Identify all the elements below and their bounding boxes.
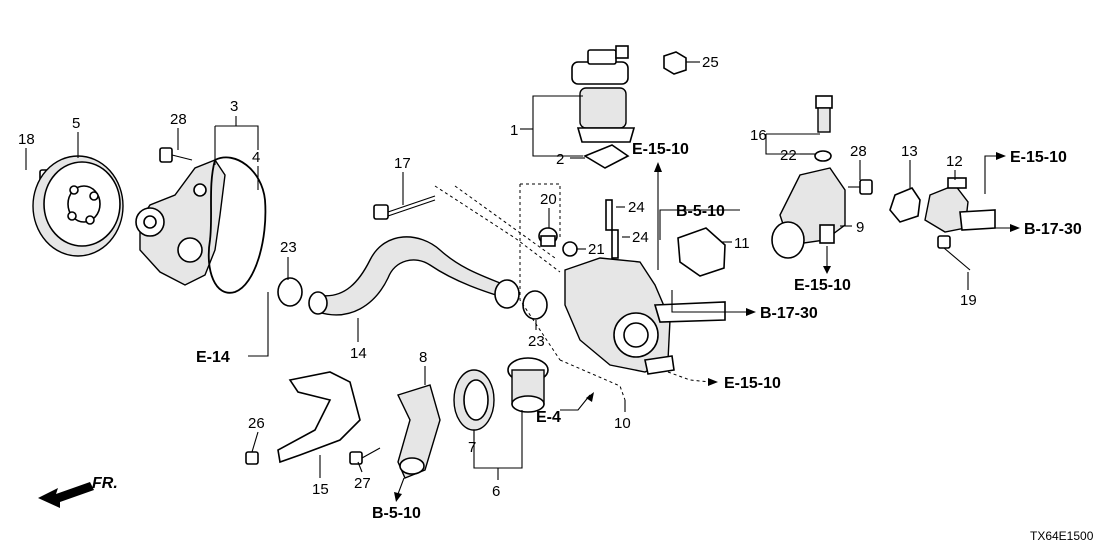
ref-e-15-10-outlet: E-15-10 xyxy=(794,277,851,294)
callout-10: 10 xyxy=(614,415,631,432)
fr-label: FR. xyxy=(92,475,118,492)
front-direction-arrow: FR. xyxy=(38,475,118,508)
callout-5: 5 xyxy=(72,115,80,132)
callout-20: 20 xyxy=(540,191,557,208)
o-ring-23-right xyxy=(522,290,548,320)
bolt-27 xyxy=(349,447,381,465)
washer-22 xyxy=(814,150,832,162)
callout-24b: 24 xyxy=(632,229,649,246)
o-ring-23-left xyxy=(277,277,303,307)
ref-e-14: E-14 xyxy=(196,349,230,366)
gasket-4 xyxy=(207,156,267,294)
callout-3: 3 xyxy=(230,98,238,115)
callout-21: 21 xyxy=(588,241,605,258)
bracket-15 xyxy=(277,371,361,464)
pulley-5 xyxy=(32,155,124,257)
callout-23b: 23 xyxy=(528,333,545,350)
callout-16: 16 xyxy=(750,127,767,144)
callout-17: 17 xyxy=(394,155,411,172)
egr-valve-1 xyxy=(571,45,636,143)
callout-13: 13 xyxy=(901,143,918,160)
bolt-17 xyxy=(373,195,436,220)
callout-8: 8 xyxy=(419,349,427,366)
ref-b-17-30-mid: B-17-30 xyxy=(760,305,818,322)
ref-e-15-10-top: E-15-10 xyxy=(632,141,689,158)
gasket-7 xyxy=(453,369,495,431)
thermostat-6 xyxy=(507,357,549,413)
callout-11: 11 xyxy=(734,235,750,252)
joint-12 xyxy=(924,177,996,233)
ref-e-4: E-4 xyxy=(536,409,561,426)
callout-28b: 28 xyxy=(850,143,867,160)
leader-lines xyxy=(25,61,1020,502)
callout-28a: 28 xyxy=(170,111,187,128)
gasket-13 xyxy=(889,187,921,223)
ref-b-5-10-mid: B-5-10 xyxy=(676,203,725,220)
cover-8 xyxy=(397,384,441,479)
reference-labels: E-15-10 E-15-10 E-15-10 E-15-10 B-5-10 B… xyxy=(196,141,1082,522)
pipe-14-end xyxy=(308,291,328,315)
cap-20 xyxy=(538,227,558,247)
callout-18: 18 xyxy=(18,131,35,148)
stud-24b xyxy=(611,229,619,259)
bolt-26 xyxy=(245,451,259,465)
stud-24a xyxy=(605,199,613,231)
pipe-14 xyxy=(317,236,514,316)
outlet-9 xyxy=(771,167,846,259)
callout-7: 7 xyxy=(468,439,476,456)
water-pump xyxy=(135,159,226,286)
callout-15: 15 xyxy=(312,481,329,498)
bolt-28-left xyxy=(159,147,193,163)
callout-4: 4 xyxy=(252,149,260,166)
callout-numbers: 1 2 3 4 5 6 7 8 9 10 11 12 13 14 15 16 1… xyxy=(18,54,977,500)
callout-9: 9 xyxy=(856,219,864,236)
callout-6: 6 xyxy=(492,483,500,500)
bolt-19 xyxy=(937,235,971,271)
washer-21 xyxy=(562,241,578,257)
ref-b-5-10-bottom: B-5-10 xyxy=(372,505,421,522)
diagram-code: TX64E1500 xyxy=(1030,529,1094,543)
callout-12: 12 xyxy=(946,153,963,170)
ref-e-15-10-topright: E-15-10 xyxy=(1010,149,1067,166)
callout-25: 25 xyxy=(702,54,719,71)
callout-2: 2 xyxy=(556,151,564,168)
gasket-2 xyxy=(583,144,630,169)
nut-25 xyxy=(663,51,687,75)
callout-26: 26 xyxy=(248,415,265,432)
sensor-16 xyxy=(815,95,833,133)
ref-e-15-10-bottom: E-15-10 xyxy=(724,375,781,392)
callout-24a: 24 xyxy=(628,199,645,216)
callout-19: 19 xyxy=(960,292,977,309)
bolt-28-right xyxy=(848,179,873,195)
callout-22: 22 xyxy=(780,147,797,164)
callout-27: 27 xyxy=(354,475,371,492)
housing-10 xyxy=(564,257,726,375)
pipe-14-end-2 xyxy=(494,279,520,309)
callout-14: 14 xyxy=(350,345,367,362)
ref-b-17-30-right: B-17-30 xyxy=(1024,221,1082,238)
callout-23a: 23 xyxy=(280,239,297,256)
gasket-11 xyxy=(677,227,726,277)
callout-1: 1 xyxy=(510,122,518,139)
